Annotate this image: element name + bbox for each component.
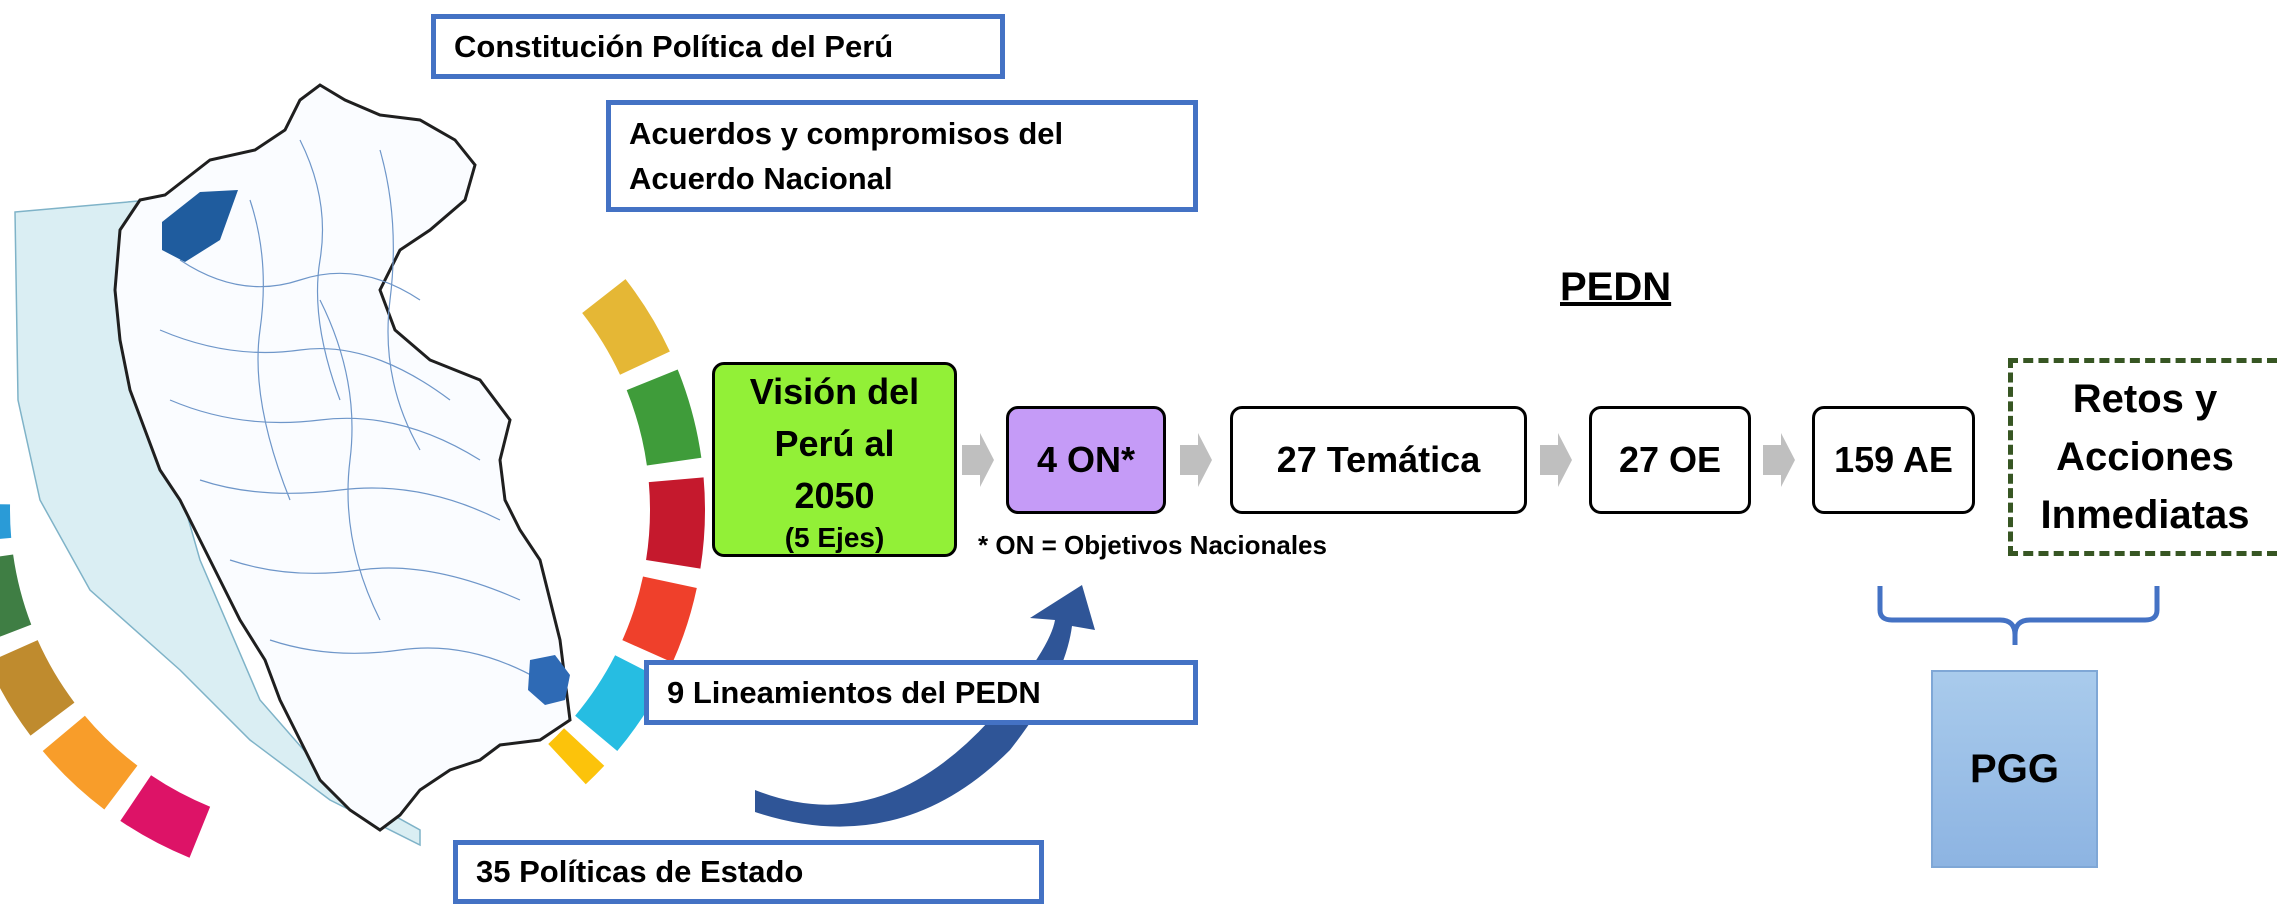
lineamientos-label: 9 Lineamientos del PEDN: [667, 674, 1041, 710]
peru-map: [113, 83, 572, 832]
vision-line3: 2050: [794, 474, 875, 516]
ae-label: 159 AE: [1834, 439, 1953, 480]
retos-box: Retos y Acciones Inmediatas: [2008, 358, 2277, 556]
map-region-tumbes: [162, 190, 238, 262]
lineamientos-box: 9 Lineamientos del PEDN: [644, 660, 1198, 725]
tematica-label: 27 Temática: [1276, 439, 1481, 480]
acuerdos-box: Acuerdos y compromisos del Acuerdo Nacio…: [606, 100, 1198, 212]
ae-box: 159 AE: [1812, 406, 1975, 514]
vision-line1: Visión del: [749, 370, 920, 412]
politicas-label: 35 Políticas de Estado: [476, 854, 804, 889]
pgg-label: PGG: [1970, 746, 2059, 791]
sdg-segment: [646, 477, 705, 569]
flow-arrows: [962, 433, 1795, 487]
oe-label: 27 OE: [1618, 439, 1722, 480]
footnote: * ON = Objetivos Nacionales: [978, 530, 1327, 560]
sdg-segment: [42, 715, 138, 810]
retos-line2: Acciones: [2056, 435, 2234, 479]
sdg-segment: [626, 369, 702, 466]
sdg-segment: [582, 279, 670, 375]
politicas-box: 35 Políticas de Estado: [453, 840, 1044, 904]
retos-line3: Inmediatas: [2040, 493, 2250, 537]
sdg-segment: [120, 775, 211, 858]
pedn-title: PEDN: [1560, 265, 1672, 309]
sdg-segment: [0, 640, 75, 736]
map-region-titicaca: [528, 655, 570, 705]
vision-line2: Perú al: [774, 422, 895, 464]
sdg-segment: [622, 576, 697, 663]
vision-sub: (5 Ejes): [784, 521, 885, 553]
retos-line1: Retos y: [2072, 377, 2218, 421]
sdg-segment: [548, 728, 605, 785]
sdg-segment: [0, 554, 32, 637]
river-lines: [159, 139, 541, 681]
pgg-box: PGG: [1931, 670, 2098, 868]
on-label: 4 ON*: [1036, 439, 1136, 480]
acuerdos-label-line2: Acuerdo Nacional: [629, 161, 893, 196]
acuerdos-label-line1: Acuerdos y compromisos del: [629, 116, 1064, 151]
tematica-box: 27 Temática: [1230, 406, 1527, 514]
constitucion-label: Constitución Política del Perú: [454, 28, 894, 64]
sdg-segment: [575, 655, 665, 752]
vision-box: Visión del Perú al 2050 (5 Ejes): [712, 362, 957, 557]
sdg-color-ring: [0, 279, 705, 858]
on-box: 4 ON*: [1006, 406, 1166, 514]
constitucion-box: Constitución Política del Perú: [431, 14, 1005, 79]
oe-box: 27 OE: [1589, 406, 1751, 514]
sdg-segment: [0, 504, 12, 539]
pgg-brace: [1877, 586, 2160, 645]
